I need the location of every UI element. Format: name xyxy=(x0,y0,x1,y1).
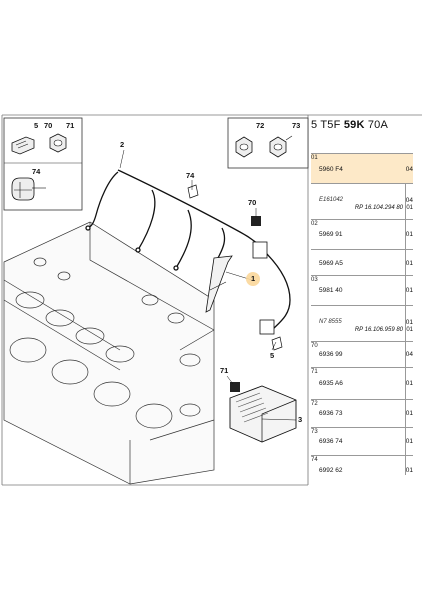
part-rp: RP 16.104.294 80 xyxy=(354,205,403,211)
part-qty: 01 xyxy=(405,380,413,387)
highlight-marker xyxy=(246,272,260,286)
row-index: 74 xyxy=(311,457,318,463)
part-qty-secondary: 01 xyxy=(406,327,413,333)
connector-block xyxy=(251,216,275,335)
part-rp: RP 16.106.959 80 xyxy=(354,327,403,333)
inset-right-box xyxy=(227,117,309,169)
part-code: 6935 A6 xyxy=(319,380,343,387)
table-row[interactable]: 70 6936 99 04 xyxy=(311,341,413,368)
inset-label-72: 72 xyxy=(256,121,265,130)
part-code: 6936 74 xyxy=(319,438,343,445)
part-code: 5969 91 xyxy=(319,231,343,238)
part-qty: 01 xyxy=(405,319,413,326)
part-code: 5960 F4 xyxy=(319,166,343,173)
glow-plug xyxy=(205,255,233,313)
table-row[interactable]: E161042 RP 16.104.294 80 04 01 xyxy=(311,183,413,220)
row-index: 70 xyxy=(311,343,318,349)
inset-label-5: 5 xyxy=(34,121,39,130)
row-index: 72 xyxy=(311,401,318,407)
table-row[interactable]: 01 5960 F4 04 xyxy=(311,153,413,184)
tag-icon xyxy=(187,184,199,199)
callout-2: 2 xyxy=(120,140,125,149)
part-qty: 04 xyxy=(405,197,413,204)
part-qty: 01 xyxy=(405,467,413,474)
diagram-header: 5 T5F 59K 70A xyxy=(311,119,388,131)
part-ref: E161042 xyxy=(319,197,344,203)
callout-3: 3 xyxy=(298,415,303,424)
part-qty: 01 xyxy=(405,231,413,238)
part-code: 6992 62 xyxy=(319,467,343,474)
callout-70: 70 xyxy=(248,198,257,207)
callout-74: 74 xyxy=(186,171,195,180)
callout-5: 5 xyxy=(270,351,275,360)
table-row[interactable]: 02 5969 91 01 xyxy=(311,219,413,250)
part-qty-secondary: 01 xyxy=(406,205,413,211)
part-qty: 01 xyxy=(405,287,413,294)
row-index: 02 xyxy=(311,221,318,227)
part-qty: 04 xyxy=(405,351,413,358)
table-qty-divider xyxy=(405,153,406,475)
header-model: T5F xyxy=(320,119,341,131)
table-row[interactable]: 72 6936 73 01 xyxy=(311,399,413,428)
inset-label-73: 73 xyxy=(292,121,301,130)
nut-icon xyxy=(49,133,67,153)
row-index: 73 xyxy=(311,429,318,435)
part-qty: 01 xyxy=(405,438,413,445)
callout-1: 1 xyxy=(251,274,256,283)
part-qty: 04 xyxy=(405,166,413,173)
inset-label-71: 71 xyxy=(66,121,75,130)
part-qty: 01 xyxy=(405,260,413,267)
table-row[interactable]: 5969 A5 01 xyxy=(311,249,413,276)
table-row[interactable]: 74 6992 62 01 xyxy=(311,455,413,476)
inset-label-74: 74 xyxy=(32,167,41,176)
header-prefix: 5 xyxy=(311,119,318,131)
inset-left-box xyxy=(3,117,83,211)
row-index: 71 xyxy=(311,369,318,375)
row-index: 01 xyxy=(311,155,318,161)
table-row[interactable]: 03 5981 40 01 xyxy=(311,275,413,306)
header-sub: 70A xyxy=(367,119,389,131)
cylinder-head xyxy=(3,221,215,485)
part-code: 5981 40 xyxy=(319,287,343,294)
inset-label-70: 70 xyxy=(44,121,53,130)
table-row[interactable]: 71 6935 A6 01 xyxy=(311,367,413,400)
part-ref: N7 8555 xyxy=(319,319,342,325)
part-code: 6936 73 xyxy=(319,410,343,417)
table-row[interactable]: 73 6936 74 01 xyxy=(311,427,413,456)
row-index: 03 xyxy=(311,277,318,283)
part-code: 5969 A5 xyxy=(319,260,343,267)
part-qty: 01 xyxy=(405,410,413,417)
header-group: 59K xyxy=(343,119,365,131)
callout-71: 71 xyxy=(220,366,229,375)
table-row[interactable]: N7 8555 RP 16.106.959 80 01 01 xyxy=(311,305,413,342)
glow-control-unit xyxy=(229,382,297,443)
part-code: 6936 99 xyxy=(319,351,343,358)
